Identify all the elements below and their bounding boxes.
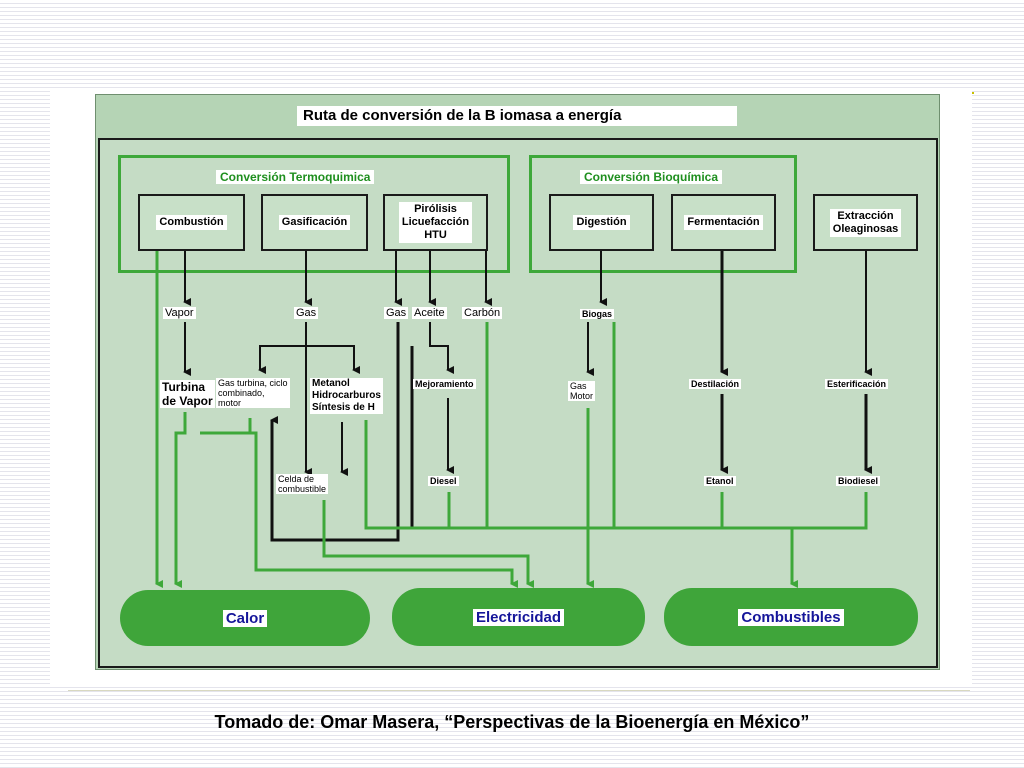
label-vapor: Vapor <box>163 307 196 319</box>
process-digestion: Digestión <box>549 194 654 251</box>
label-gas-1: Gas <box>294 307 319 319</box>
line-metanol-combustibles <box>364 420 798 588</box>
label-esterificacion: Esterificación <box>825 379 889 389</box>
output-calor-label: Calor <box>222 609 268 627</box>
process-fermentacion-label: Fermentación <box>684 215 763 230</box>
line-biodiesel-bus <box>792 492 868 530</box>
line-gasturbina-electricidad <box>248 418 518 588</box>
line-aceite-mejoramiento <box>429 322 454 374</box>
group-termoquimica <box>118 155 510 273</box>
output-combustibles-label: Combustibles <box>738 608 844 626</box>
process-gasificacion: Gasificación <box>261 194 368 251</box>
line-turbina-electricidad <box>200 418 252 435</box>
label-mejoramiento: Mejoramiento <box>413 379 476 389</box>
label-turbina-vapor: Turbina de Vapor <box>160 380 215 408</box>
label-metanol: Metanol Hidrocarburos Síntesis de H <box>310 378 383 414</box>
process-gasificacion-label: Gasificación <box>278 215 351 230</box>
group-termoquimica-label: Conversión Termoquimica <box>216 170 375 184</box>
label-gas-turbina: Gas turbina, ciclo combinado, motor <box>216 378 290 408</box>
output-combustibles: Combustibles <box>664 588 918 646</box>
process-combustion: Combustión <box>138 194 245 251</box>
label-diesel: Diesel <box>428 476 459 486</box>
source-caption: Tomado de: Omar Masera, “Perspectivas de… <box>214 712 810 732</box>
label-gas-2: Gas <box>384 307 409 319</box>
line-celda-electricidad <box>322 500 534 588</box>
bottom-rule <box>68 690 970 691</box>
line-gas-loop <box>270 322 400 542</box>
process-pirolisis-label: Pirólisis Licuefacción HTU <box>398 202 473 243</box>
label-biogas: Biogas <box>580 309 615 319</box>
output-electricidad: Electricidad <box>392 588 645 646</box>
process-digestion-label: Digestión <box>573 215 630 230</box>
label-destilacion: Destilación <box>689 379 742 389</box>
line-turbina-calor <box>174 412 187 588</box>
output-electricidad-label: Electricidad <box>472 608 565 626</box>
process-combustion-label: Combustión <box>156 215 227 230</box>
diagram-title: Ruta de conversión de la B iomasa a ener… <box>303 107 622 124</box>
process-pirolisis: Pirólisis Licuefacción HTU <box>383 194 488 251</box>
label-celda: Celda de combustible <box>276 474 329 494</box>
label-etanol: Etanol <box>704 476 736 486</box>
group-bioquimica <box>529 155 797 273</box>
output-calor: Calor <box>120 590 370 646</box>
label-aceite: Aceite <box>412 307 447 319</box>
process-extraccion: Extracción Oleaginosas <box>813 194 918 251</box>
label-gas-motor: Gas Motor <box>568 381 596 401</box>
process-fermentacion: Fermentación <box>671 194 776 251</box>
group-bioquimica-label: Conversión Bioquímica <box>580 170 723 184</box>
label-biodiesel: Biodiesel <box>836 476 881 486</box>
process-extraccion-label: Extracción Oleaginosas <box>829 208 902 237</box>
title-box <box>297 106 737 126</box>
label-carbon: Carbón <box>462 307 503 319</box>
